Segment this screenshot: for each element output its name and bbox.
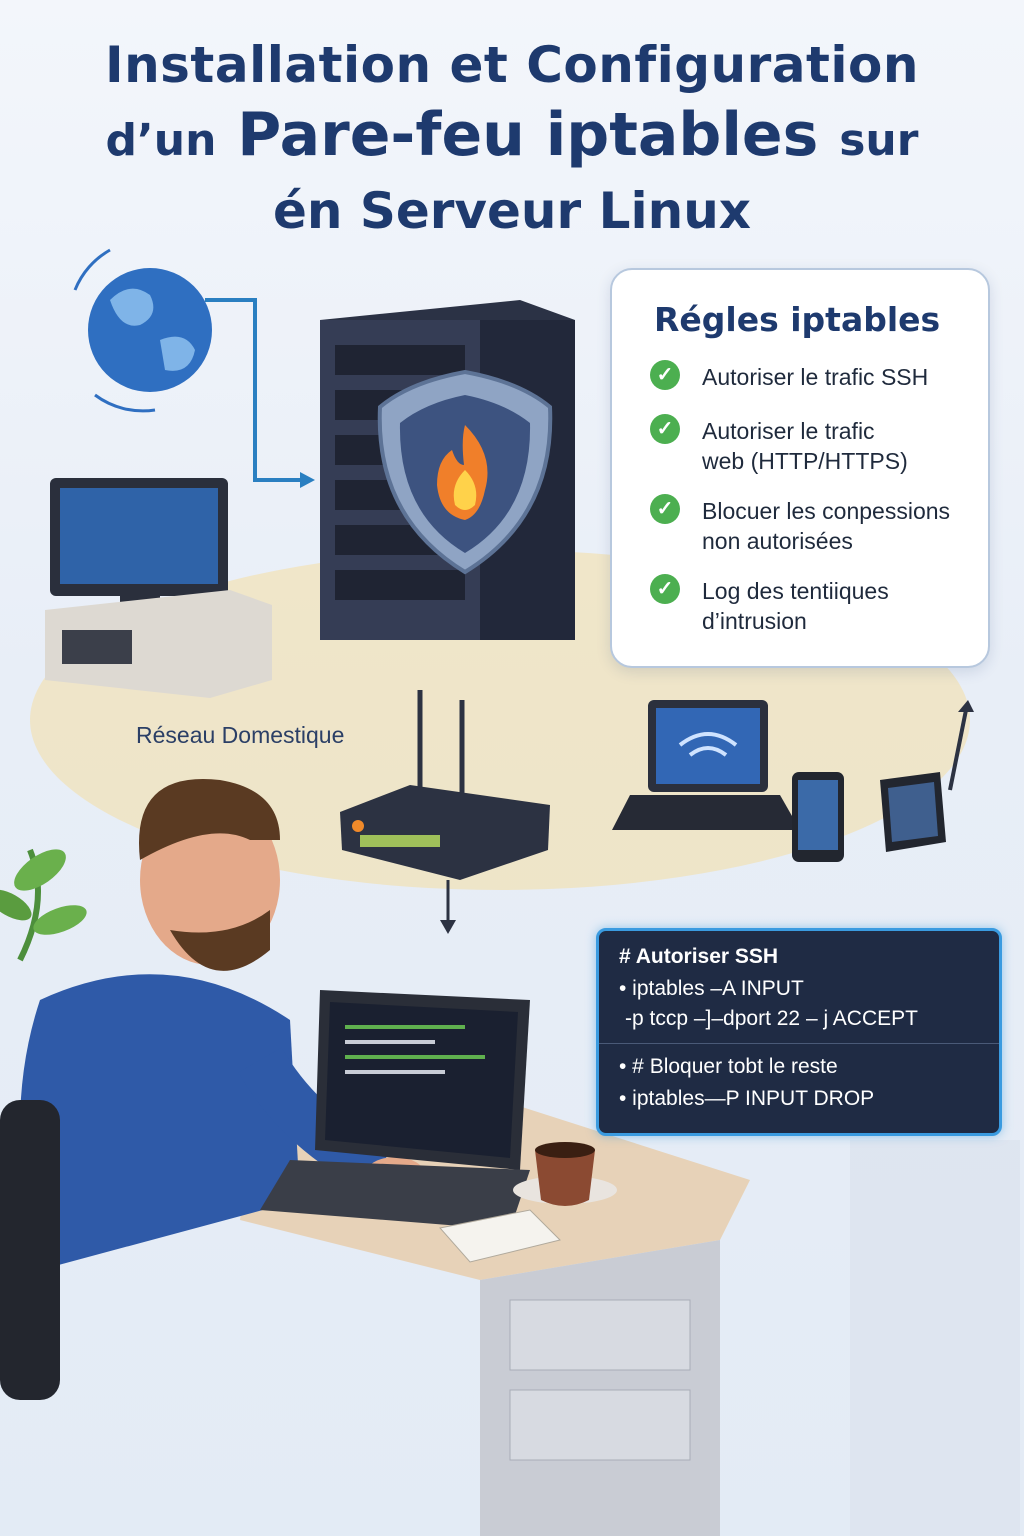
rule-text: Autoriser le trafic web (HTTP/HTTPS) (702, 416, 908, 476)
link-line (205, 298, 300, 482)
title-line-2-main: Pare-feu iptables (237, 100, 819, 170)
check-icon: ✓ (650, 574, 680, 604)
laptop-wifi-icon (612, 700, 800, 830)
rule-line: non autorisées (702, 528, 853, 554)
title-line-2-suffix: sur (839, 115, 919, 166)
title-line-2-prefix: d’un (105, 115, 217, 166)
rule-line: Blocuer les conpessions (702, 498, 951, 524)
code-line: • # Bloquer tobt le reste (619, 1055, 838, 1078)
notepad-icon (439, 1209, 561, 1263)
code-card: # Autoriser SSH • iptables –A INPUT -p t… (596, 928, 1002, 1136)
rule-text: Log des tentiiques d’intrusion (702, 576, 889, 636)
rule-line: Autoriser le trafic (702, 418, 875, 444)
network-label: Réseau Domestique (136, 722, 345, 748)
rule-item: ✓ Blocuer les conpessions non autorisées (650, 494, 980, 556)
laptop-terminal-icon (260, 990, 530, 1230)
desktop-computer-icon (45, 478, 272, 698)
title-line-3: én Serveur Linux (272, 182, 752, 240)
tablet-icon (880, 772, 946, 852)
office-chair (0, 1100, 60, 1400)
coffee-cup-icon (513, 1142, 617, 1206)
rule-line: web (HTTP/HTTPS) (702, 448, 908, 474)
code-line: • iptables –A INPUT (619, 977, 804, 1000)
rule-text: Autoriser le trafic SSH (702, 362, 928, 392)
check-icon: ✓ (650, 494, 680, 524)
firewall-shield-icon (377, 369, 553, 575)
smartphone-icon (792, 772, 844, 862)
rule-line: d’intrusion (702, 608, 807, 634)
globe-icon (73, 248, 212, 413)
rule-item: ✓ Autoriser le trafic web (HTTP/HTTPS) (650, 414, 980, 476)
rule-line: Log des tentiiques (702, 578, 889, 604)
rules-card: Régles iptables ✓ Autoriser le trafic SS… (610, 268, 990, 668)
code-line: • iptables—P INPUT DROP (619, 1087, 875, 1110)
code-line: # Autoriser SSH (619, 945, 779, 968)
rule-item: ✓ Autoriser le trafic SSH (650, 360, 980, 392)
rules-card-title: Régles iptables (654, 300, 941, 339)
rule-item: ✓ Log des tentiiques d’intrusion (650, 574, 980, 636)
rule-line: Autoriser le trafic SSH (702, 364, 929, 390)
rule-text: Blocuer les conpessions non autorisées (702, 496, 950, 556)
check-icon: ✓ (650, 360, 680, 390)
check-icon: ✓ (650, 414, 680, 444)
code-divider (599, 1043, 999, 1044)
router-icon (340, 690, 550, 880)
background-cabinet (850, 1140, 1020, 1536)
code-line: -p tccp –]–dport 22 – j ACCEPT (625, 1007, 918, 1030)
plant-icon (0, 848, 87, 962)
title-line-1: Installation et Configuration (104, 36, 920, 94)
person-at-laptop (20, 779, 425, 1270)
title-line-2: d’un Pare-feu iptables sur (0, 100, 1024, 170)
